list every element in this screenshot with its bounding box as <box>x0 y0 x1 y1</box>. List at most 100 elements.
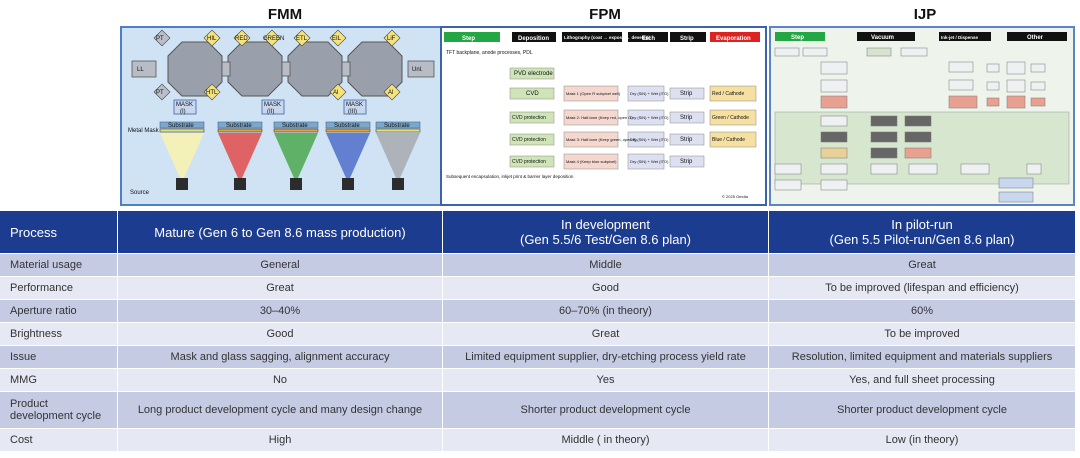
fmm-cell: Mask and glass sagging, alignment accura… <box>118 346 443 369</box>
substrate-label-5: Substrate <box>384 123 410 129</box>
credit-label: © 2025 Omdia <box>722 194 749 199</box>
drywet-4: Dry (SiN) + Wet (ITO) <box>630 159 669 164</box>
cvd-prot-1: CVD protection <box>512 115 546 121</box>
drywet-3: Dry (SiN) + Wet (ITO) <box>630 137 669 142</box>
fpm-cell: Great <box>443 323 769 346</box>
ijp-cell: 60% <box>769 300 1076 323</box>
substrate-label-3: Substrate <box>282 123 308 129</box>
fpm-diagram-svg: Step Deposition Lithography (coat → expo… <box>444 32 760 199</box>
ijp-cell: Resolution, limited equipment and materi… <box>769 346 1076 369</box>
fmm-cell: 30–40% <box>118 300 443 323</box>
row-label: Material usage <box>0 254 118 277</box>
mask3-label: Mask 3: Half-tone (Keep green, open B) <box>566 137 637 142</box>
ijp-vacuum: Vacuum <box>871 35 894 41</box>
evap-label: Evaporation <box>716 36 751 42</box>
fmm-cell: General <box>118 254 443 277</box>
red-cathode: Red / Cathode <box>712 91 744 97</box>
step-label: Step <box>462 36 475 42</box>
mask1-label: Mask 1 (Open R subpixel well) <box>566 91 621 96</box>
ijp-cell: Yes, and full sheet processing <box>769 369 1076 392</box>
mask2-label: Mask 2: Half-tone (Keep red, open G) <box>566 115 633 120</box>
ijp-cell: To be improved <box>769 323 1076 346</box>
fpm-cell: Middle <box>443 254 769 277</box>
pt-label: PT <box>156 36 164 42</box>
pt2-label: PT <box>156 90 164 96</box>
ll-label: LL <box>137 67 144 73</box>
ijp-diagram: Step Vacuum Ink-jet / Dispense Other <box>769 26 1075 206</box>
lif-label: LiF <box>387 36 396 42</box>
row-label: Performance <box>0 277 118 300</box>
strip-header-label: Strip <box>680 36 694 42</box>
ijp-cell: To be improved (lifespan and efficiency) <box>769 277 1076 300</box>
htl-label: HTL <box>206 90 218 96</box>
strip-1: Strip <box>680 91 693 97</box>
fpm-cell: Middle ( in theory) <box>443 429 769 452</box>
cone-gray <box>376 133 420 178</box>
source-label: Source <box>130 190 150 196</box>
al2-label: Al <box>388 90 393 96</box>
ijp-title: IJP <box>913 6 937 23</box>
cvd-prot-3: CVD protection <box>512 159 546 165</box>
mask1b-label: (I) <box>180 109 186 115</box>
fmm-cell: Good <box>118 323 443 346</box>
mask1-label: MASK <box>176 102 193 108</box>
fpm-cell: Limited equipment supplier, dry-etching … <box>443 346 769 369</box>
mask4-label: Mask 4 (Keep blue subpixel) <box>566 159 617 164</box>
subsequent-label: Subsequent encapsulation, inkjet print &… <box>446 174 574 179</box>
strip-2: Strip <box>680 115 693 121</box>
cvd-prot-2: CVD protection <box>512 137 546 143</box>
row-label: MMG <box>0 369 118 392</box>
row-label: Product development cycle <box>0 392 118 429</box>
litho-label: Lithography (coat → expose → develop) <box>564 35 651 40</box>
mask2b-label: (II) <box>267 109 274 115</box>
fmm-title: FMM <box>267 6 303 23</box>
green-label: GREEN <box>263 36 284 42</box>
row-label: Issue <box>0 346 118 369</box>
strip-4: Strip <box>680 159 693 165</box>
red-label: RED <box>235 36 248 42</box>
fmm-diagram: LL Unl. PT HIL RED GREEN ETL EIL LiF PT … <box>120 26 442 206</box>
fpm-cell: 60–70% (in theory) <box>443 300 769 323</box>
blue-cathode: Blue / Cathode <box>712 137 745 143</box>
strip-3: Strip <box>680 137 693 143</box>
fmm-cell: Great <box>118 277 443 300</box>
header-process: Process <box>0 211 118 254</box>
ijp-cell: Low (in theory) <box>769 429 1076 452</box>
header-ijp: In pilot-run (Gen 5.5 Pilot-run/Gen 8.6 … <box>769 211 1076 254</box>
al-label: Al <box>333 90 338 96</box>
cone-blue <box>326 133 370 178</box>
fmm-cell: No <box>118 369 443 392</box>
ijp-diagram-svg: Step Vacuum Ink-jet / Dispense Other <box>774 32 1070 203</box>
fpm-cell: Shorter product development cycle <box>443 392 769 429</box>
fpm-cell: Good <box>443 277 769 300</box>
green-cathode: Green / Cathode <box>712 115 749 121</box>
row-label: Cost <box>0 429 118 452</box>
cone-yellow <box>160 133 204 178</box>
substrate-label-2: Substrate <box>226 123 252 129</box>
header-fmm: Mature (Gen 6 to Gen 8.6 mass production… <box>118 211 443 254</box>
comparison-table: Process Mature (Gen 6 to Gen 8.6 mass pr… <box>0 211 1076 452</box>
ijp-step: Step <box>791 35 804 41</box>
fmm-diagram-svg: LL Unl. PT HIL RED GREEN ETL EIL LiF PT … <box>128 29 435 196</box>
tft-label: TFT backplane, anode processes, PDL <box>446 50 533 56</box>
cone-green <box>274 133 318 178</box>
ijp-inkjet: Ink-jet / Dispense <box>941 35 979 40</box>
cone-red <box>218 133 262 178</box>
fpm-cell: Yes <box>443 369 769 392</box>
fpm-diagram: Step Deposition Lithography (coat → expo… <box>440 26 767 206</box>
substrate-label-4: Substrate <box>334 123 360 129</box>
mask3b-label: (III) <box>348 109 357 115</box>
mask2-label: MASK <box>264 102 281 108</box>
drywet-2: Dry (SiN) + Wet (ITO) <box>630 115 669 120</box>
deposition-label: Deposition <box>518 36 549 42</box>
metal-mask-label: Metal Mask <box>128 128 160 134</box>
fmm-cell: Long product development cycle and many … <box>118 392 443 429</box>
substrate-label-1: Substrate <box>168 123 194 129</box>
